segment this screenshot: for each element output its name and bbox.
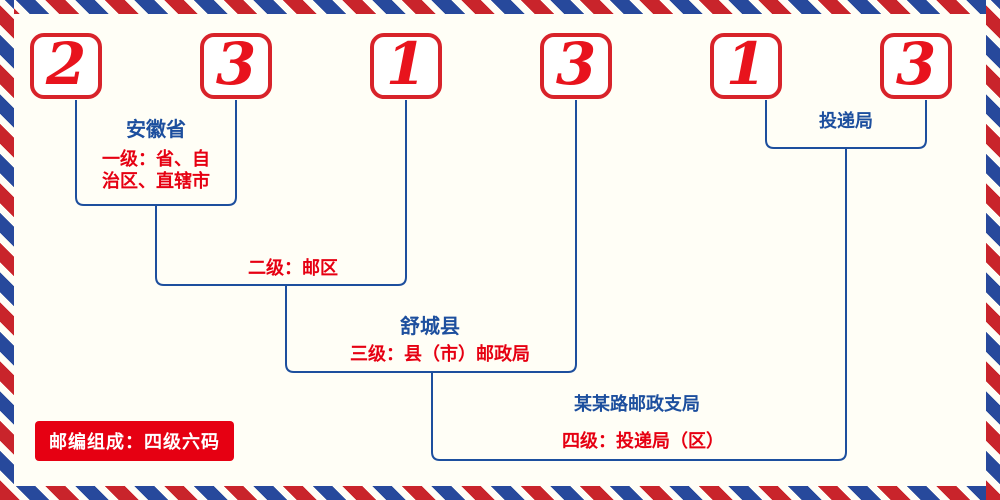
digit-2: 3 — [215, 30, 257, 98]
delivery-bureau-label: 投递局 — [819, 111, 873, 132]
digit-6: 3 — [895, 30, 937, 98]
digit-3: 1 — [385, 30, 427, 98]
digit-box-6: 3 — [880, 33, 952, 99]
digit-1: 2 — [45, 30, 87, 98]
airmail-border-left — [0, 0, 14, 500]
digit-box-1: 2 — [30, 33, 102, 99]
province-name-label: 安徽省 — [126, 117, 186, 141]
level1-desc-line1: 一级：省、自 — [102, 149, 210, 170]
level3-desc: 三级：县（市）邮政局 — [350, 344, 530, 365]
level4-desc: 四级：投递局（区） — [562, 431, 724, 452]
digit-box-5: 1 — [710, 33, 782, 99]
digit-box-4: 3 — [540, 33, 612, 99]
digit-4: 3 — [555, 30, 597, 98]
digit-5: 1 — [725, 30, 767, 98]
level2-desc: 二级：邮区 — [248, 258, 338, 279]
airmail-border-right — [986, 0, 1000, 500]
county-name-label: 舒城县 — [400, 314, 460, 338]
digit-box-3: 1 — [370, 33, 442, 99]
digit-box-2: 3 — [200, 33, 272, 99]
postal-code-composition-badge: 邮编组成：四级六码 — [35, 421, 234, 461]
airmail-border-top — [0, 0, 1000, 14]
level1-desc-line2: 治区、直辖市 — [102, 171, 210, 192]
airmail-border-bottom — [0, 486, 1000, 500]
branch-name-label: 某某路邮政支局 — [574, 394, 700, 415]
